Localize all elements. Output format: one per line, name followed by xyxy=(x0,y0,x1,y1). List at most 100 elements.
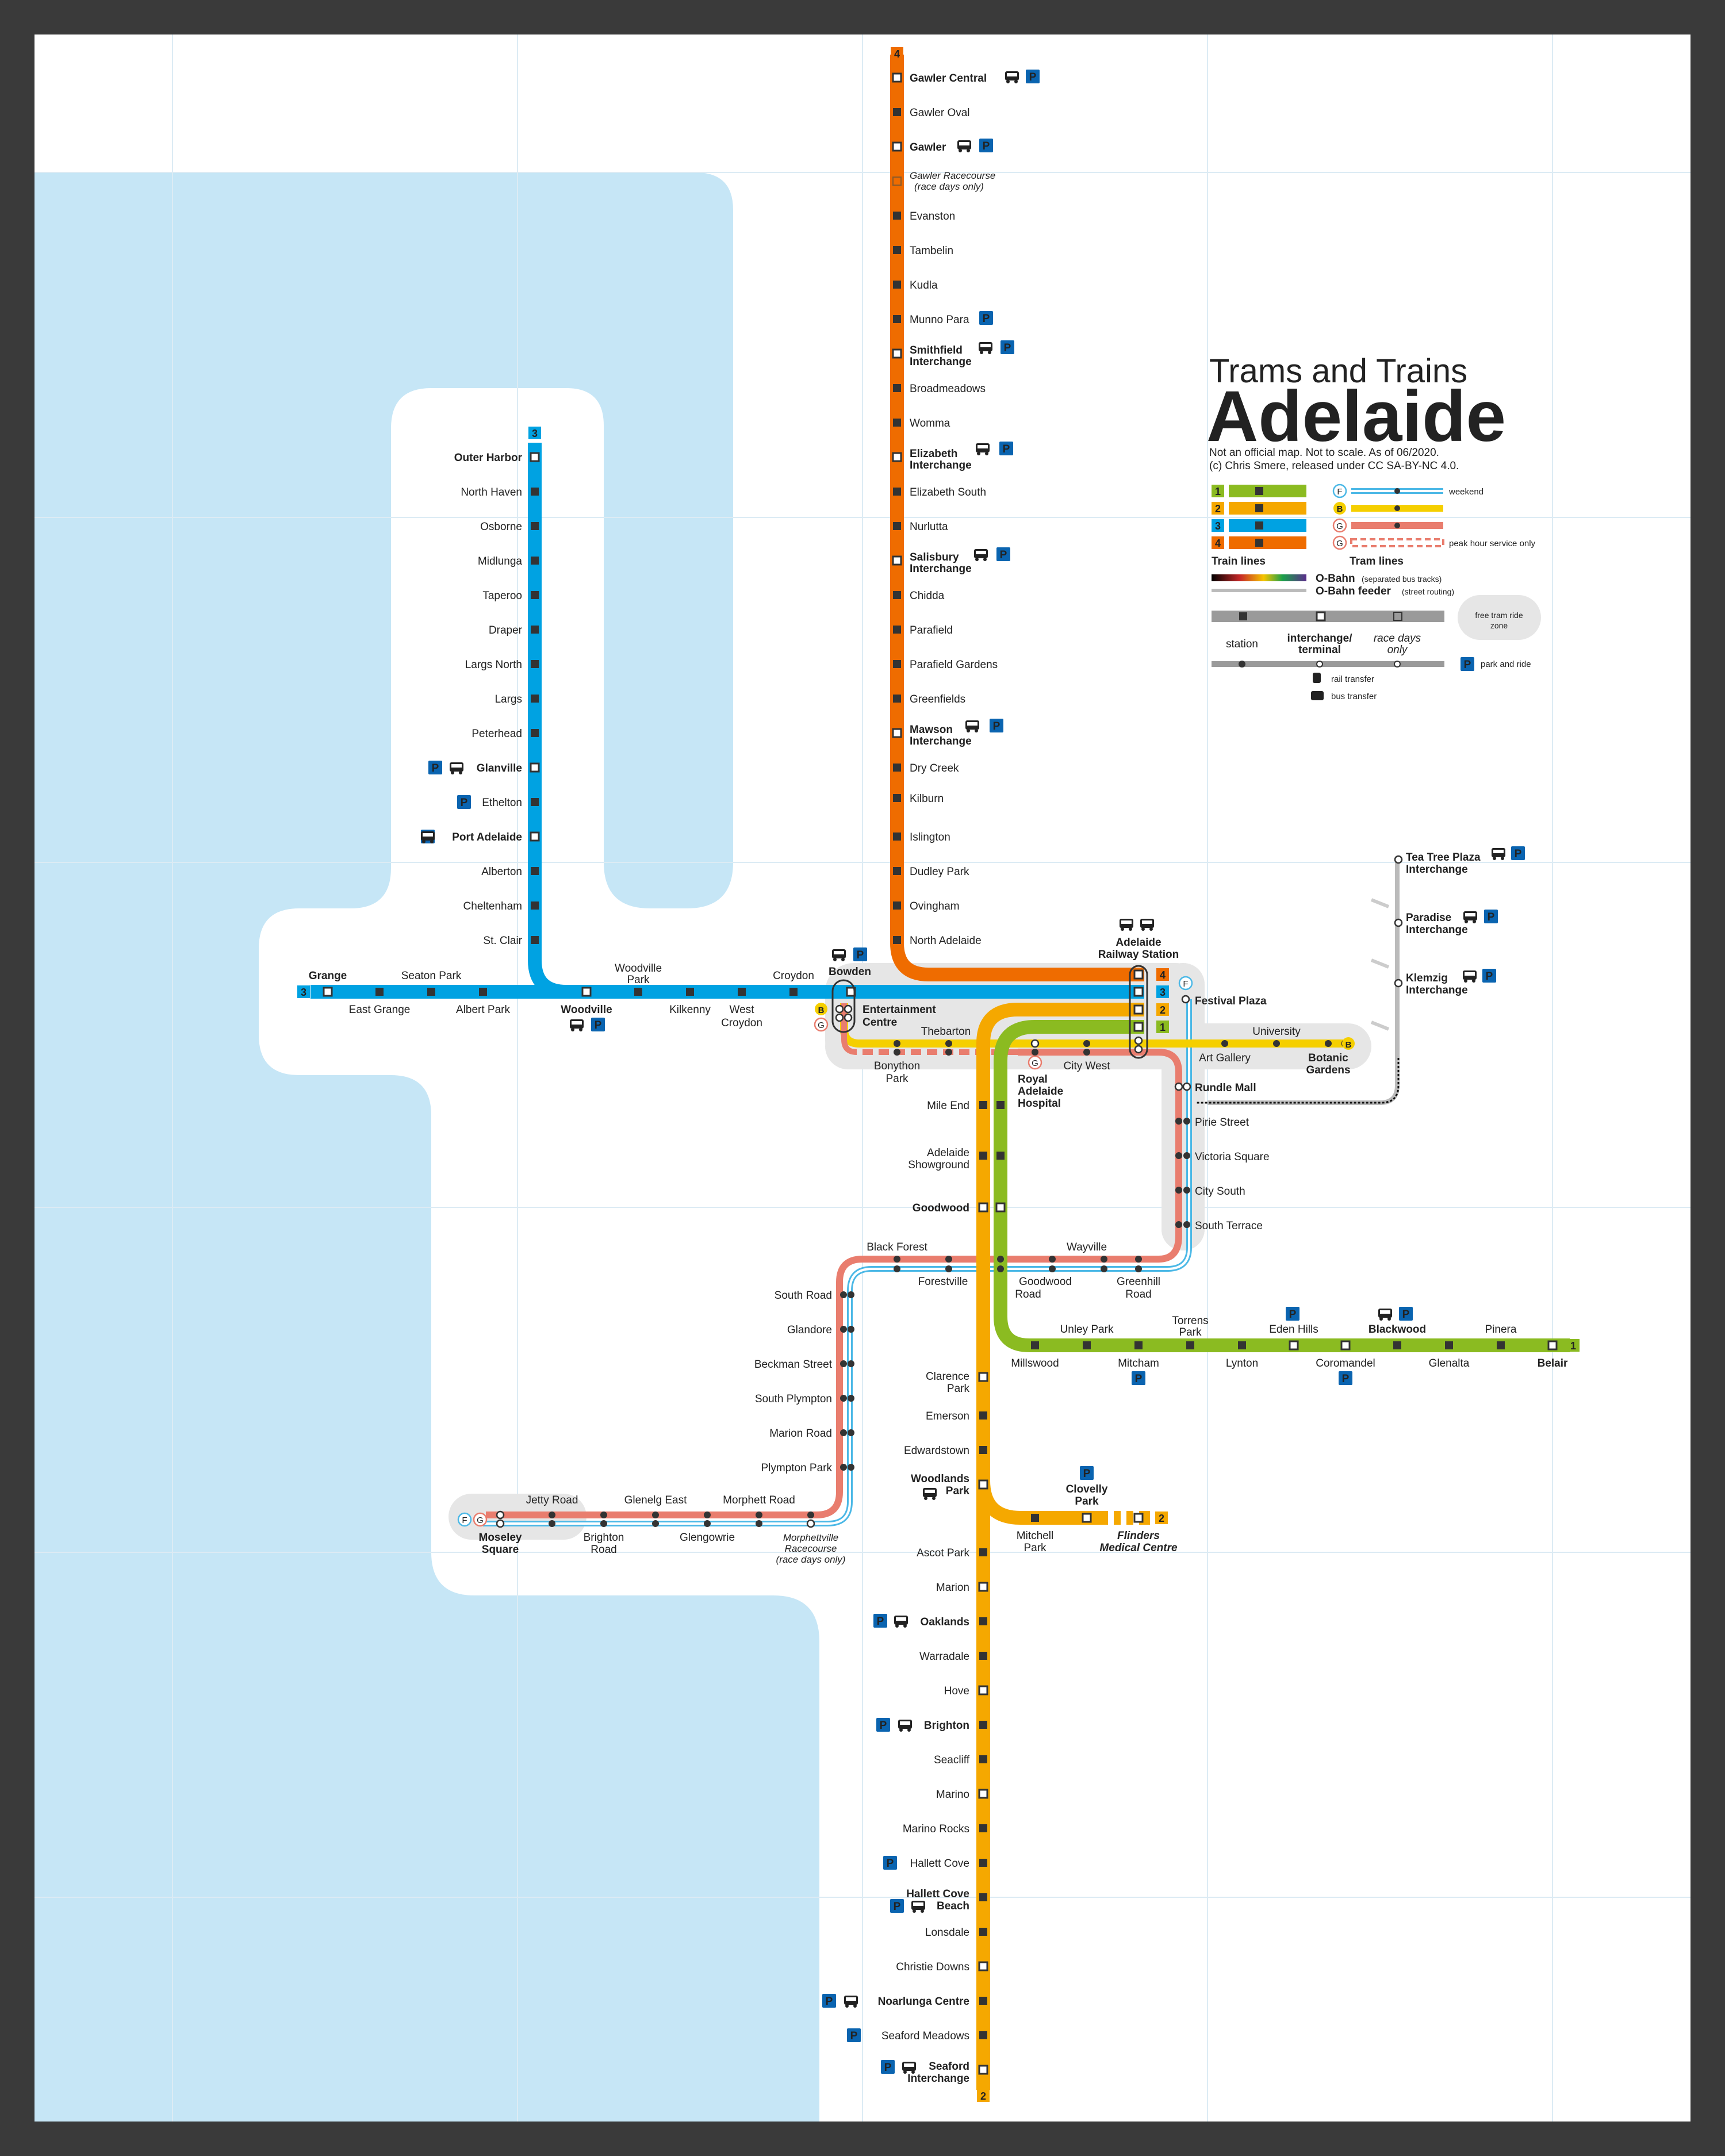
line-badge xyxy=(1155,1511,1168,1524)
station-label: Millswood xyxy=(1011,1357,1059,1369)
legend-line-badge xyxy=(1212,485,1224,497)
station-marker xyxy=(531,522,539,530)
bus-transfer-icon xyxy=(898,1720,912,1732)
title-note1: Not an official map. Not to scale. As of… xyxy=(1209,447,1439,459)
park-and-ride-icon xyxy=(1080,1466,1094,1480)
park-and-ride-icon xyxy=(853,947,867,961)
tram-interchange-stop xyxy=(1182,1082,1191,1091)
tram-badge-label: B xyxy=(818,1006,825,1015)
station-label: Adelaide xyxy=(1116,937,1161,949)
tram-interchange-stop xyxy=(1394,855,1403,864)
line-badge xyxy=(891,47,903,60)
station-label: Goodwood xyxy=(1019,1276,1072,1288)
title-block: Trams and Trains Adelaide Not an officia… xyxy=(1206,352,1506,472)
station-marker xyxy=(893,246,901,254)
park-and-ride-label: P xyxy=(877,1616,884,1628)
station-label: Interchange xyxy=(1406,984,1468,996)
station-label: Road xyxy=(591,1544,616,1556)
tram-stop xyxy=(549,1520,555,1527)
station-label: Beckman Street xyxy=(754,1359,833,1371)
legend-text: 1 xyxy=(1215,486,1221,497)
title-line2: Adelaide xyxy=(1206,377,1506,456)
park-and-ride-label: P xyxy=(1515,848,1522,860)
line-badge-label: 4 xyxy=(1160,969,1166,981)
line-badge-label: 2 xyxy=(1159,1513,1164,1524)
station-label: Hallett Cove xyxy=(906,1888,969,1900)
station-label: Seaford Meadows xyxy=(881,2030,969,2042)
station-label: Brighton xyxy=(584,1532,624,1544)
station-marker xyxy=(1393,1341,1401,1349)
station-label: Port Adelaide xyxy=(452,831,522,843)
bus-wheel xyxy=(1379,1317,1383,1321)
station-label: Croydon xyxy=(721,1017,762,1029)
station-label: Klemzig xyxy=(1406,972,1448,984)
line-badge-label: 2 xyxy=(1160,1004,1166,1016)
line-badge xyxy=(528,427,541,439)
station-marker xyxy=(893,833,901,841)
park-and-ride-icon xyxy=(847,2028,861,2042)
bus-window xyxy=(925,1490,935,1493)
park-and-ride-label: P xyxy=(432,762,439,774)
tram-badge-label: G xyxy=(818,1021,825,1030)
station-label: Interchange xyxy=(1406,864,1468,876)
bus-wheel xyxy=(895,1624,899,1628)
tram-stop xyxy=(1175,1187,1182,1194)
legend-tram-badge xyxy=(1332,518,1347,533)
legend-line-badge xyxy=(1212,536,1224,549)
bus-window xyxy=(967,722,977,726)
park-and-ride-icon xyxy=(1339,1371,1352,1385)
tram-interchange-stop xyxy=(844,1004,853,1014)
bus-wheel xyxy=(1464,979,1467,983)
park-and-ride-icon xyxy=(822,1994,836,2008)
bus-transfer-icon xyxy=(976,443,990,455)
bus-window xyxy=(1007,73,1017,76)
line-badge-label: 4 xyxy=(894,48,900,60)
station-marker xyxy=(634,988,642,996)
station-label: Moseley xyxy=(479,1532,522,1544)
station-label: St. Clair xyxy=(483,935,522,947)
tram-badge xyxy=(815,1003,827,1015)
park-and-ride-icon xyxy=(1286,1307,1300,1321)
bus-window xyxy=(1465,913,1475,916)
title-line1: Trams and Trains xyxy=(1209,352,1467,390)
station-marker xyxy=(979,1152,987,1160)
station-marker xyxy=(893,384,901,392)
station-marker xyxy=(893,794,901,802)
station-label: Largs North xyxy=(465,659,522,671)
bus-transfer-icon xyxy=(923,1488,937,1500)
station-marker xyxy=(979,1893,987,1901)
bus-wheel xyxy=(967,729,970,732)
station-label: Blackwood xyxy=(1368,1323,1426,1336)
station-marker xyxy=(893,212,901,220)
interchange-marker xyxy=(978,1372,988,1382)
station-marker xyxy=(979,2031,987,2039)
station-label: Kilburn xyxy=(910,793,944,805)
station-label: Paradise xyxy=(1406,912,1451,924)
station-label: Square xyxy=(482,1544,519,1556)
legend-obahn-swatch xyxy=(1212,574,1306,581)
station-label: Interchange xyxy=(910,459,972,471)
bus-wheel xyxy=(975,729,978,732)
line-badge xyxy=(1156,1003,1169,1016)
station-label: Warradale xyxy=(919,1651,969,1663)
interchange-marker xyxy=(978,1685,988,1695)
station-marker xyxy=(979,1721,987,1729)
station-marker xyxy=(893,315,901,323)
legend-text: 4 xyxy=(1215,538,1221,549)
legend-stop xyxy=(1255,539,1263,547)
bus-transfer-icon xyxy=(450,762,463,774)
station-label: Glengowrie xyxy=(680,1532,735,1544)
station-marker xyxy=(893,522,901,530)
adelaide-station-outline xyxy=(1129,965,1148,1059)
station-label: Bowden xyxy=(829,966,871,978)
tram-stop xyxy=(848,1291,854,1298)
station-label: Wayville xyxy=(1067,1241,1107,1253)
legend-stop xyxy=(1255,504,1263,512)
station-label: Seacliff xyxy=(934,1754,970,1766)
park-and-ride-icon xyxy=(890,1899,904,1913)
bus-wheel xyxy=(430,840,434,843)
station-marker xyxy=(531,660,539,668)
sea-area xyxy=(34,172,819,2122)
park-and-ride-label: P xyxy=(884,2062,892,2074)
